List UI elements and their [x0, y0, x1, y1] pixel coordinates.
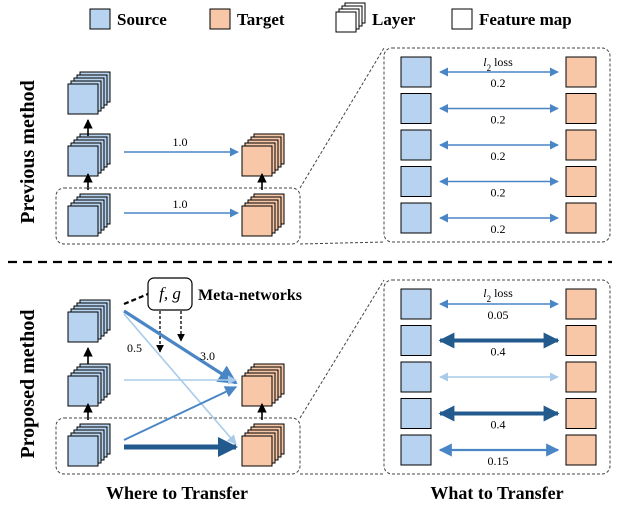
- meta-networks-label: Meta-networks: [198, 287, 302, 304]
- proposed-target-layer-bottom: [241, 423, 285, 467]
- previous-matched-layer-group: [55, 187, 301, 245]
- proposed-source-map-4: [400, 398, 432, 429]
- previous-feature-weight-3: 0.2: [491, 149, 506, 163]
- source-legend-swatch: [89, 8, 111, 30]
- previous-target-layer-top: [241, 133, 285, 177]
- previous-transfer-weight-upper: 1.0: [173, 135, 188, 149]
- previous-target-map-4: [565, 166, 597, 197]
- proposed-target-map-5: [565, 434, 597, 466]
- previous-transfer-weight-lower: 1.0: [173, 197, 188, 211]
- legend-feature-map-label: Feature map: [479, 10, 572, 29]
- where-to-transfer-title: Where to Transfer: [106, 483, 248, 503]
- previous-source-map-5: [400, 202, 432, 234]
- proposed-matched-layer-group: [55, 417, 301, 475]
- legend-source-label: Source: [117, 10, 167, 29]
- previous-source-map-1: [400, 56, 432, 88]
- zoom-guide-bottom: [299, 241, 385, 245]
- proposed-edge-weight-low: 0.5: [127, 341, 142, 355]
- previous-method-title: Previous method: [17, 80, 39, 224]
- proposed-source-map-2: [400, 325, 432, 356]
- previous-source-layer-top: [67, 71, 111, 115]
- proposed-what-panel: 0.05 0.4 0.4 0.15 l2 loss: [383, 279, 611, 475]
- previous-source-map-2: [400, 93, 432, 124]
- proposed-target-layer-top: [241, 363, 285, 407]
- previous-source-layer-bottom: [67, 193, 111, 237]
- layer-legend-icon: [335, 2, 366, 33]
- proposed-where-panel: f, g Meta-networks 0.5 3.0: [55, 277, 385, 475]
- target-legend-swatch: [209, 8, 231, 30]
- previous-target-map-1: [565, 56, 597, 88]
- proposed-method-title: Proposed method: [17, 309, 39, 458]
- previous-target-map-2: [565, 93, 597, 124]
- previous-feature-weight-2: 0.2: [491, 113, 506, 127]
- previous-loss-label: l2 loss: [483, 55, 513, 73]
- proposed-edge-top-to-bottom: [123, 313, 237, 445]
- what-to-transfer-title: What to Transfer: [430, 483, 563, 503]
- previous-target-layer-bottom: [241, 193, 285, 237]
- previous-feature-weight-1: 0.2: [491, 76, 506, 90]
- proposed-source-map-3: [400, 361, 432, 393]
- proposed-feature-weight-2: 0.4: [491, 345, 506, 359]
- legend-layer-label: Layer: [372, 10, 416, 29]
- previous-target-map-5: [565, 202, 597, 234]
- previous-feature-weight-4: 0.2: [491, 186, 506, 200]
- meta-network-symbol: f, g: [159, 284, 181, 303]
- proposed-target-map-2: [565, 325, 597, 356]
- previous-source-map-3: [400, 129, 432, 161]
- previous-target-map-3: [565, 129, 597, 161]
- proposed-source-layer-top: [67, 299, 111, 343]
- previous-source-layer-middle: [67, 133, 111, 177]
- previous-where-panel: 1.0 1.0: [55, 47, 385, 245]
- proposed-feature-map-panel: [383, 279, 611, 475]
- proposed-target-map-3: [565, 361, 597, 393]
- proposed-edge-top-to-top: [123, 309, 238, 385]
- proposed-source-map-5: [400, 434, 432, 466]
- previous-feature-weight-5: 0.2: [491, 222, 506, 236]
- proposed-feature-weight-5: 0.15: [488, 454, 509, 468]
- proposed-feature-weight-1: 0.05: [488, 308, 509, 322]
- previous-source-map-4: [400, 166, 432, 197]
- legend-target-label: Target: [237, 10, 285, 29]
- feature-map-legend-swatch: [451, 8, 473, 30]
- proposed-feature-weight-4: 0.4: [491, 418, 506, 432]
- proposed-target-map-4: [565, 398, 597, 429]
- previous-what-panel: 0.2 0.2 0.2 0.2 0.2 l2 loss: [383, 47, 611, 243]
- meta-network-input-link: [123, 292, 149, 306]
- proposed-loss-label: l2 loss: [483, 286, 513, 304]
- proposed-zoom-guide-top: [299, 279, 385, 419]
- previous-feature-map-panel: [383, 47, 611, 243]
- proposed-source-layer-middle: [67, 363, 111, 407]
- legend: Source Target Layer Feature map: [89, 2, 572, 33]
- proposed-edge-weight-high: 3.0: [200, 349, 215, 363]
- proposed-edge-bottom-to-top: [123, 386, 238, 441]
- proposed-source-map-1: [400, 288, 432, 320]
- proposed-source-layer-bottom: [67, 423, 111, 467]
- zoom-guide-top: [299, 47, 385, 189]
- proposed-target-map-1: [565, 288, 597, 320]
